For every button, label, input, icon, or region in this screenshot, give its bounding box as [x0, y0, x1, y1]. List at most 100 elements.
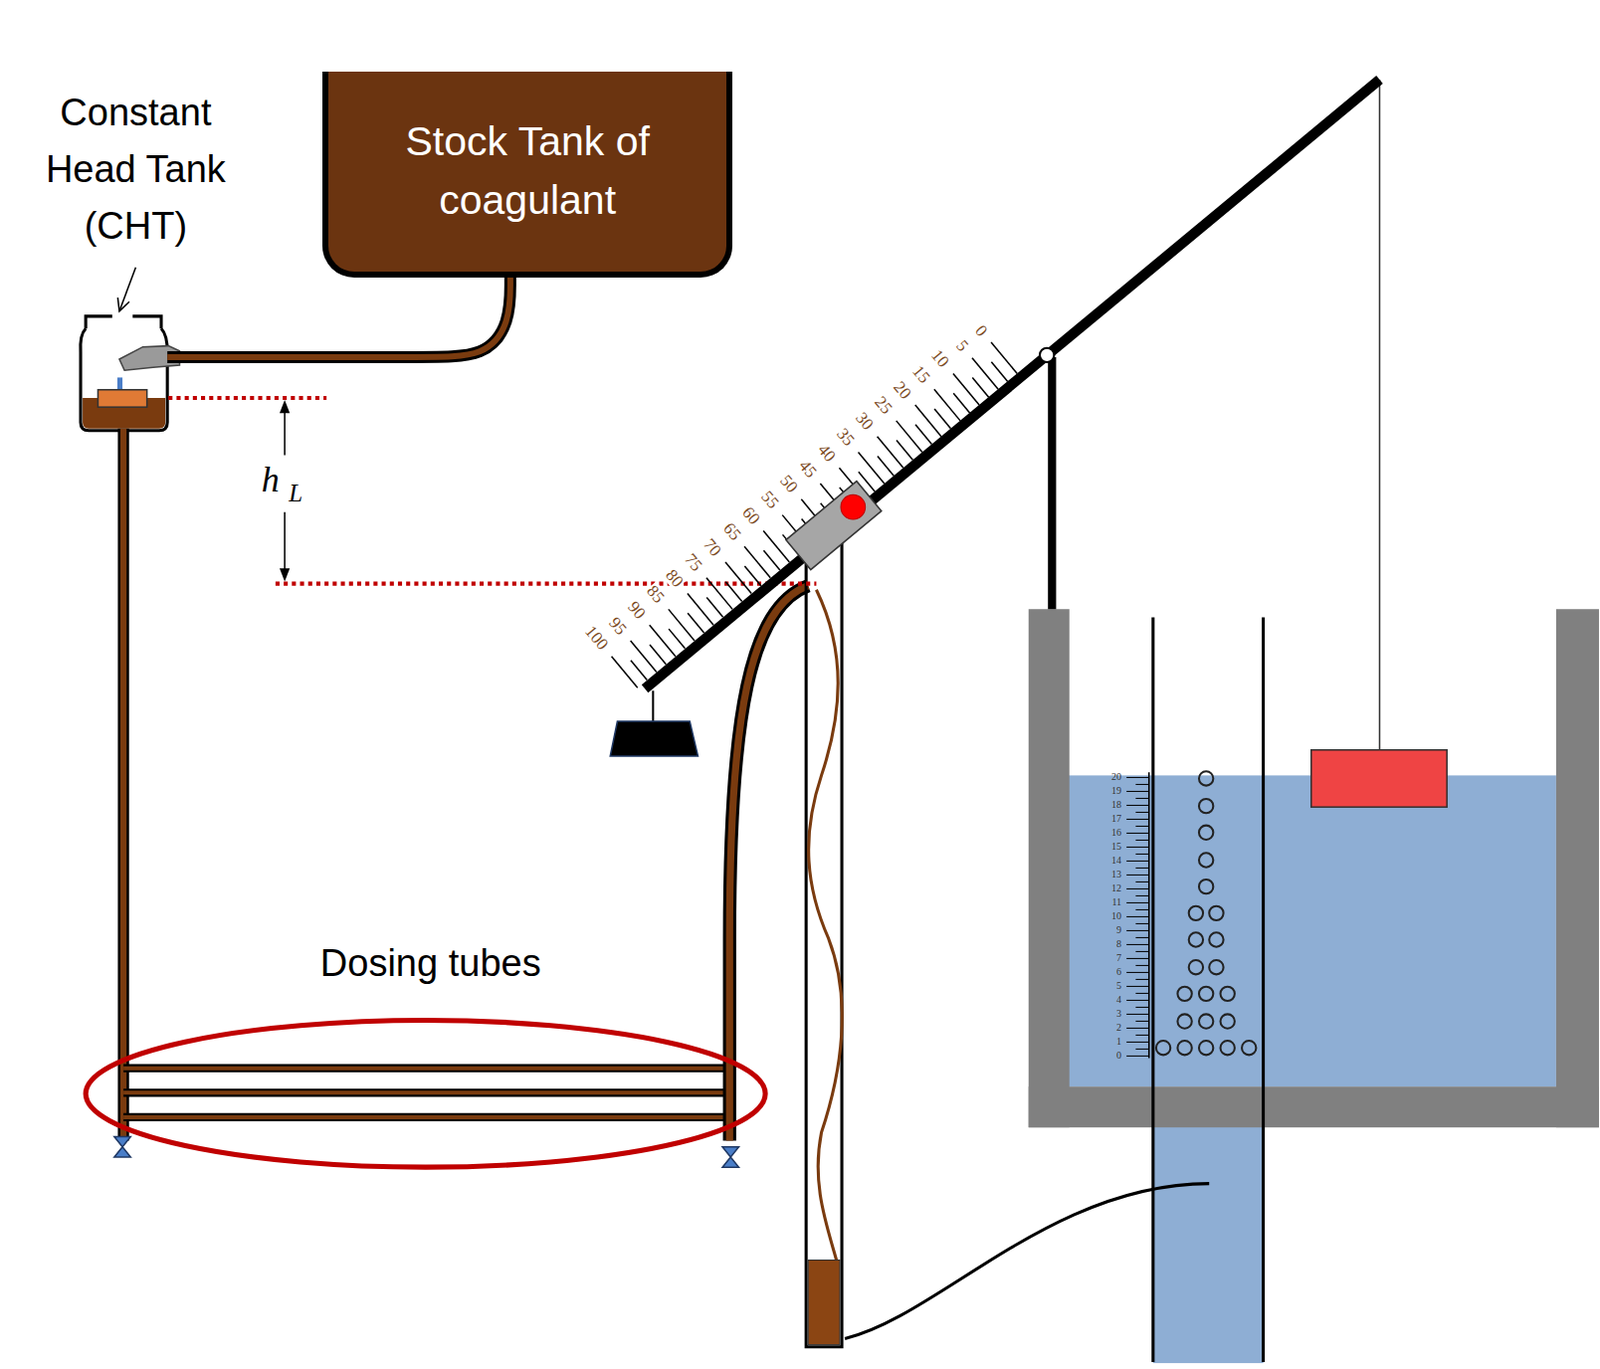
scale-number: 35 [832, 424, 858, 450]
signal-wire [844, 1184, 1209, 1340]
scale-tick [706, 578, 733, 610]
scale-number: 5 [952, 336, 973, 356]
dosing-tubes [123, 1068, 730, 1118]
float-string [1379, 79, 1382, 751]
ruler-number: 17 [1111, 813, 1122, 824]
scale-tick [972, 358, 999, 391]
scale-tick [706, 598, 723, 618]
scale-number: 45 [795, 455, 820, 481]
supply-tube [167, 277, 511, 358]
scale-tick [744, 546, 771, 579]
scale-tick [630, 660, 647, 681]
lever-arm [644, 79, 1380, 689]
ruler-tick [1135, 1048, 1149, 1050]
ruler-tick [1135, 965, 1149, 967]
scale-tick [649, 644, 666, 665]
scale-tick [953, 393, 970, 413]
scale-tick [630, 640, 657, 673]
ruler-tick [1126, 804, 1150, 806]
ruler-number: 11 [1111, 897, 1122, 908]
ruler-tick [1135, 784, 1149, 786]
dosing-tube [123, 1088, 730, 1097]
scale-tick [991, 342, 1017, 375]
ruler-tick [1126, 986, 1150, 988]
bubble [1241, 1040, 1256, 1055]
ruler-tick [1126, 791, 1150, 793]
dimension-subscript: L [288, 480, 303, 506]
ruler-tick [1135, 825, 1149, 827]
scale-tick [953, 373, 980, 405]
bubble [1177, 1013, 1192, 1028]
ruler-tick [1126, 1055, 1150, 1057]
scale-number: 20 [889, 377, 915, 402]
scale-tick [915, 404, 942, 437]
ruler-number: 18 [1111, 800, 1122, 810]
ruler-number: 7 [1116, 953, 1122, 964]
bubble [1199, 852, 1213, 867]
ruler-tick [1126, 972, 1150, 974]
scale-number: 85 [643, 581, 669, 606]
scale-tick [877, 436, 904, 469]
tube-fill [167, 277, 511, 358]
pivot [1039, 348, 1054, 363]
cht-jar [80, 316, 168, 431]
scale-number: 25 [870, 393, 896, 418]
ruler-tick [1126, 1041, 1150, 1043]
bubble [1189, 960, 1203, 975]
ruler-number: 2 [1116, 1022, 1122, 1033]
scale-number: 0 [971, 320, 992, 340]
ruler-tick [1126, 1000, 1150, 1001]
ruler-number: 16 [1111, 827, 1122, 838]
ruler-tick [1135, 923, 1149, 925]
scale-tick [611, 656, 638, 689]
bubble [1220, 1040, 1235, 1055]
bubble [1199, 799, 1213, 813]
ruler-tick [1135, 1034, 1149, 1036]
leader-line [119, 267, 136, 312]
ruler-tick [1135, 811, 1149, 813]
ruler-number: 14 [1111, 855, 1122, 866]
ruler-number: 6 [1116, 967, 1122, 978]
scale-number: 15 [909, 361, 935, 387]
ruler-number: 12 [1111, 883, 1122, 894]
scale-tick [877, 455, 894, 476]
ruler-tick [1135, 798, 1149, 800]
ruler-tick [1135, 937, 1149, 939]
scale-tick [668, 628, 685, 649]
ruler-tick [1126, 874, 1150, 876]
ruler-tick [1126, 944, 1150, 946]
ruler-tick [1126, 832, 1150, 834]
scale-tick [725, 582, 742, 602]
lever-support [1047, 357, 1056, 609]
bubble [1208, 932, 1223, 947]
slider-rail [805, 541, 842, 1348]
float [1311, 750, 1447, 807]
tank-heading: Constant Head Tank (CHT) [19, 84, 251, 255]
dosing-tube [123, 1064, 730, 1073]
flexible-tube [808, 590, 843, 1262]
ruler-tick [1126, 902, 1150, 904]
ruler-tick [1126, 860, 1150, 862]
ruler-tick [1126, 916, 1150, 918]
tank-wall [1028, 608, 1070, 1128]
scale-number: 55 [757, 487, 783, 513]
ruler-tick [1135, 881, 1149, 883]
ruler-tick [1135, 867, 1149, 869]
scale-tick [725, 562, 752, 595]
ruler-tick [1135, 979, 1149, 981]
scale-tick [972, 377, 989, 398]
ruler-number: 1 [1116, 1036, 1122, 1047]
ruler-number: 3 [1116, 1008, 1122, 1019]
highlight-ellipse [85, 1020, 766, 1169]
level-line [275, 582, 817, 587]
scale-tick [763, 550, 780, 571]
ruler-number: 4 [1116, 995, 1122, 1005]
dose-cylinder [807, 1260, 840, 1346]
ruler-ticks [1126, 777, 1150, 1056]
bubble [1156, 1040, 1171, 1055]
arrowhead [279, 400, 290, 413]
ruler-tick [1135, 839, 1149, 841]
scale-number: 65 [719, 518, 745, 544]
